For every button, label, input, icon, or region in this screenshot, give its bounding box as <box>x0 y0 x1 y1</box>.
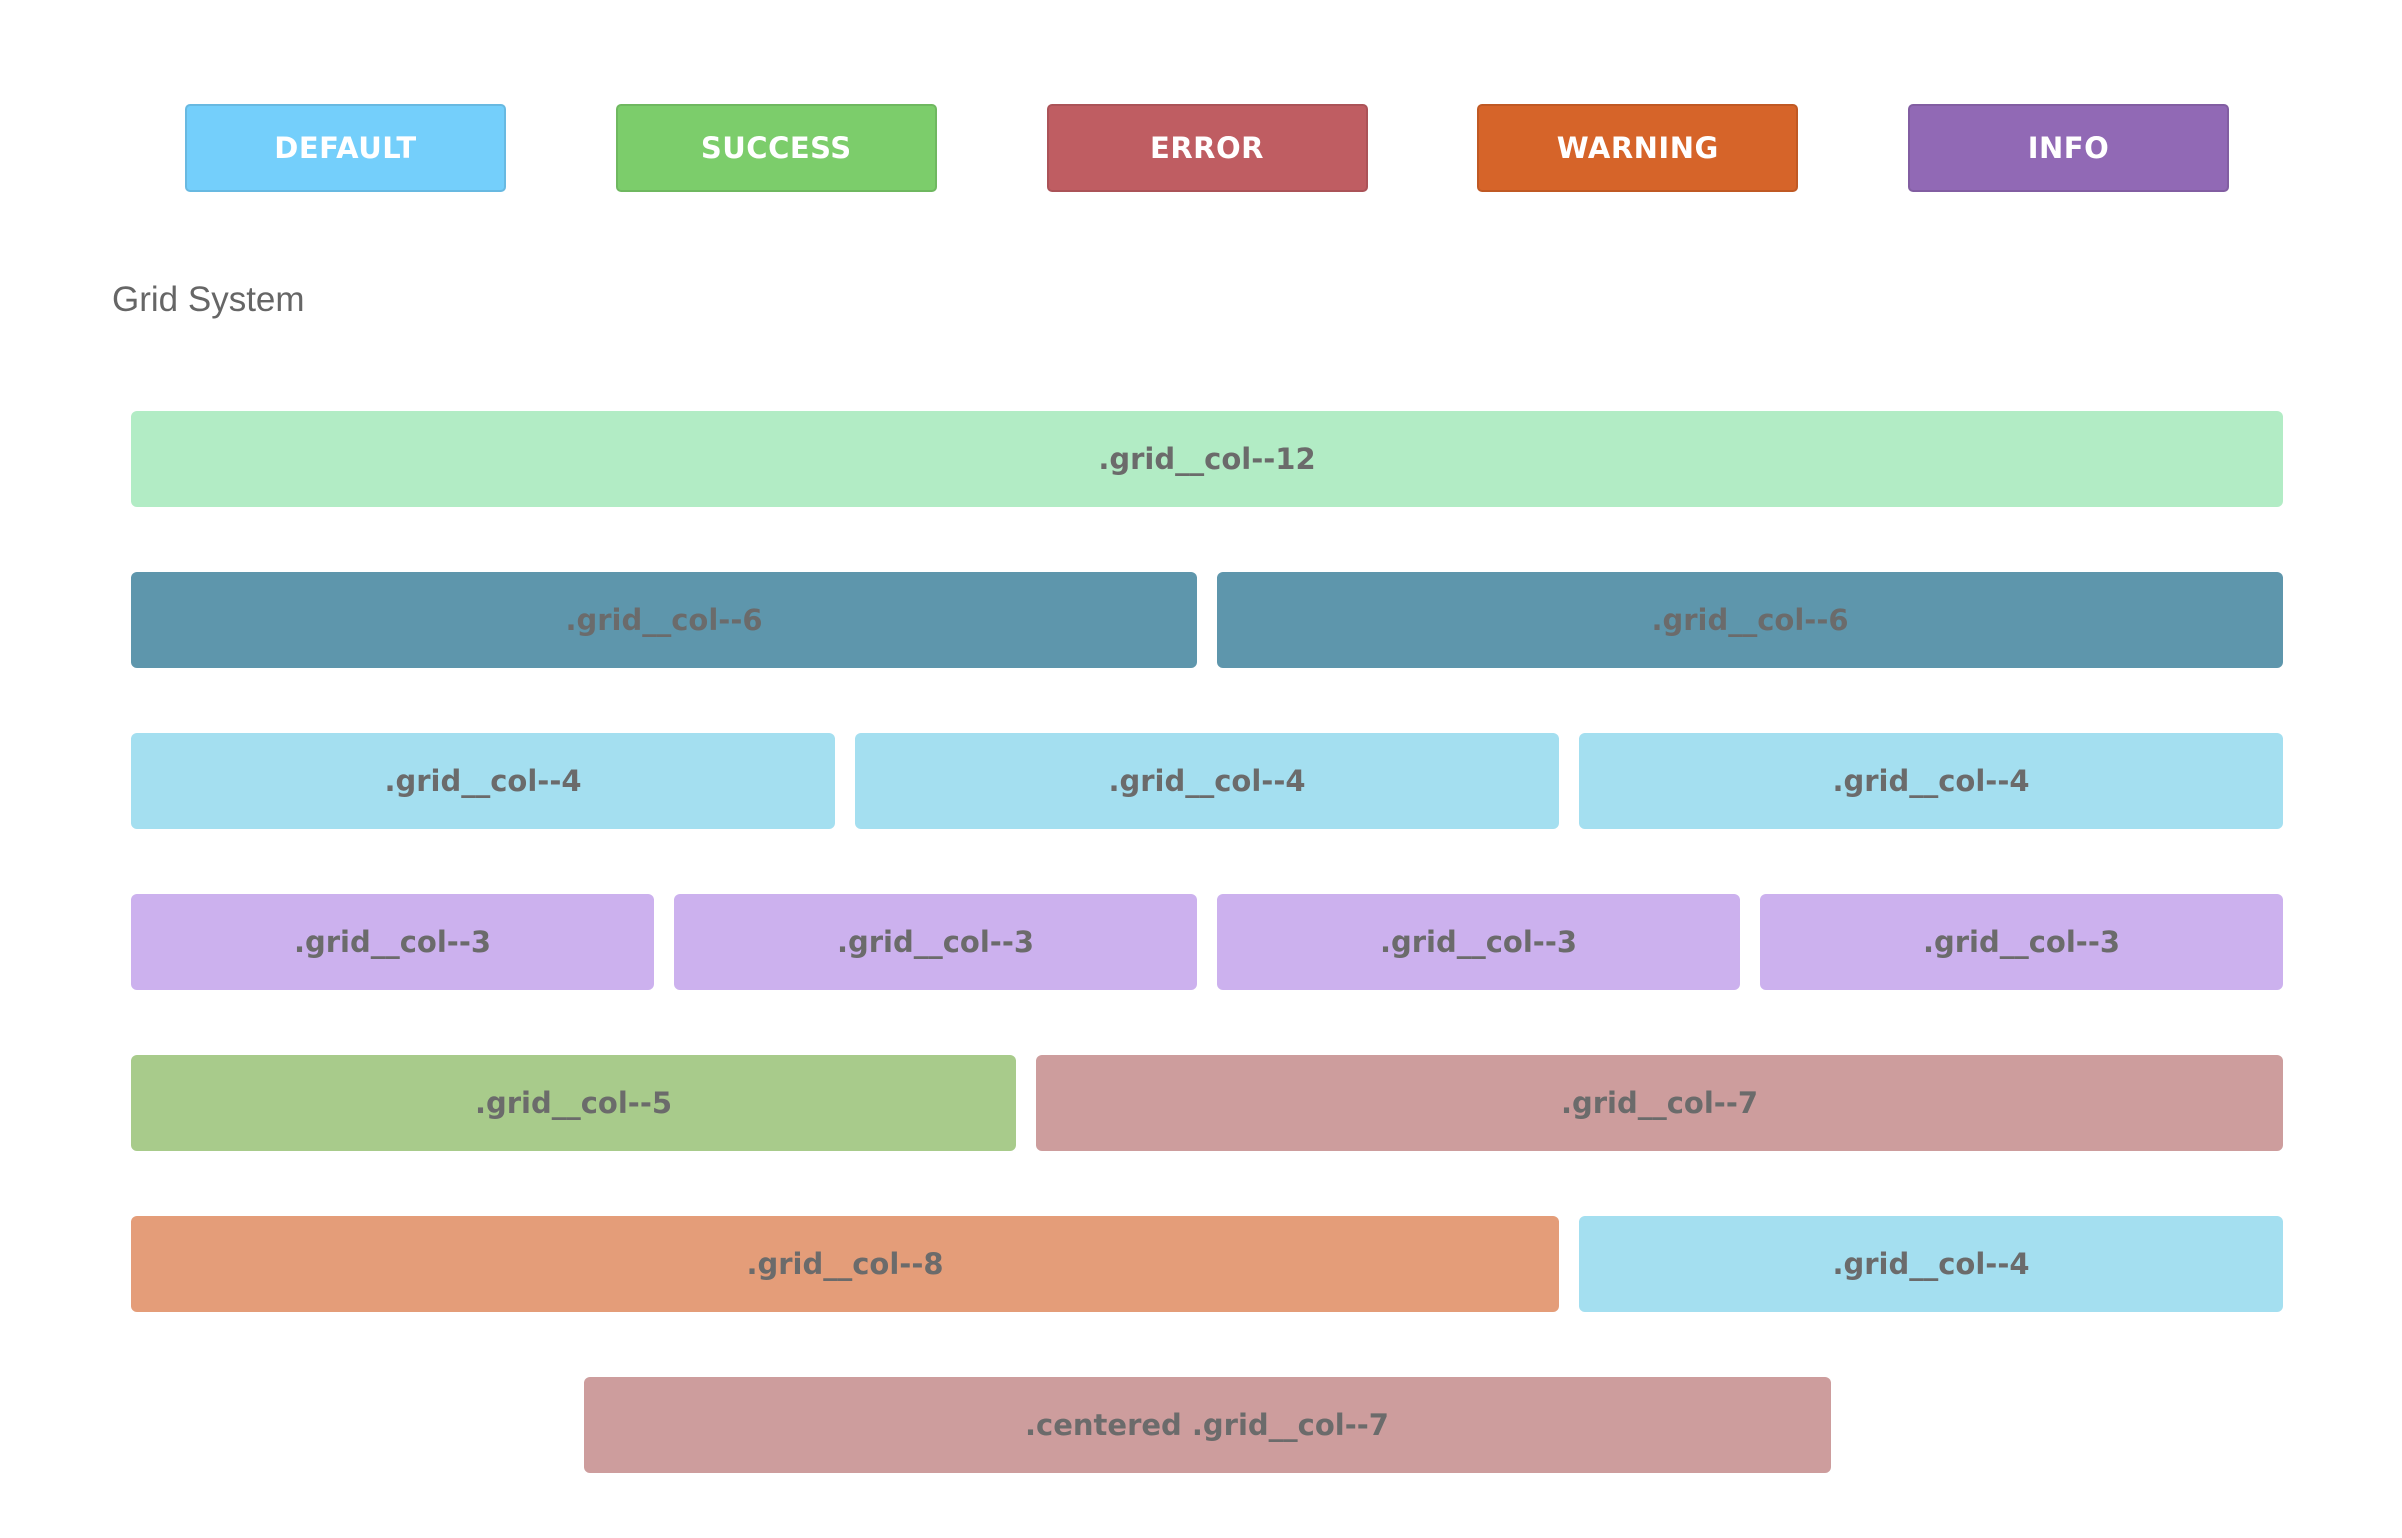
error-button[interactable]: ERROR <box>1046 104 1368 192</box>
grid-row: .grid__col--5.grid__col--7 <box>131 1055 2283 1151</box>
button-row: DEFAULT SUCCESS ERROR WARNING INFO <box>185 104 2229 192</box>
grid-col-3-cell: .grid__col--3 <box>674 894 1197 990</box>
grid-col-8-cell: .grid__col--8 <box>131 1216 1559 1312</box>
grid-col-6-cell: .grid__col--6 <box>131 572 1197 668</box>
grid-col-4-cell: .grid__col--4 <box>1579 733 2283 829</box>
info-button[interactable]: INFO <box>1908 104 2229 192</box>
grid-col-4-cell: .grid__col--4 <box>131 733 835 829</box>
grid-col-5-cell: .grid__col--5 <box>131 1055 1016 1151</box>
grid-row: .grid__col--8.grid__col--4 <box>131 1216 2283 1312</box>
grid-col-3-cell: .grid__col--3 <box>1217 894 1740 990</box>
grid-col-7-cell: .grid__col--7 <box>1036 1055 2283 1151</box>
grid-row: .grid__col--4.grid__col--4.grid__col--4 <box>131 733 2283 829</box>
default-button[interactable]: DEFAULT <box>185 104 506 192</box>
grid-col-3-cell: .grid__col--3 <box>1760 894 2283 990</box>
warning-button[interactable]: WARNING <box>1477 104 1799 192</box>
grid-col-4-cell: .grid__col--4 <box>1579 1216 2283 1312</box>
section-title: Grid System <box>112 280 305 319</box>
grid-col-7-cell: .centered .grid__col--7 <box>583 1377 1831 1473</box>
grid-col-12-cell: .grid__col--12 <box>131 411 2283 507</box>
grid-col-4-cell: .grid__col--4 <box>855 733 1559 829</box>
grid-col-6-cell: .grid__col--6 <box>1217 572 2283 668</box>
grid-row: .grid__col--6.grid__col--6 <box>131 572 2283 668</box>
grid-col-3-cell: .grid__col--3 <box>131 894 654 990</box>
grid-row: .centered .grid__col--7 <box>131 1377 2283 1473</box>
grid-demo: .grid__col--12 .grid__col--6.grid__col--6… <box>131 411 2283 1538</box>
success-button[interactable]: SUCCESS <box>615 104 937 192</box>
grid-row: .grid__col--12 <box>131 411 2283 507</box>
grid-row: .grid__col--3.grid__col--3.grid__col--3.… <box>131 894 2283 990</box>
